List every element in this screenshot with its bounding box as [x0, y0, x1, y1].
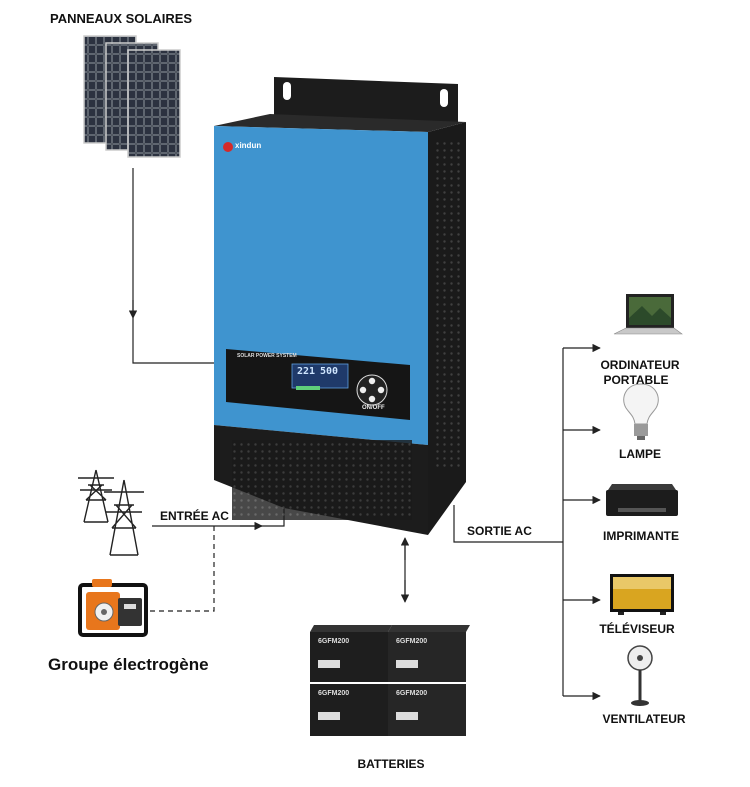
bracket-hole-right — [440, 89, 448, 107]
battery-unit — [310, 684, 388, 736]
battery-icon — [310, 625, 470, 736]
brand-logo-icon — [223, 142, 233, 152]
laptop-label-line2: PORTABLE — [603, 373, 669, 387]
battery-unit — [388, 625, 470, 682]
connection-lines — [128, 168, 601, 701]
generator-line — [150, 526, 215, 612]
battery-model-text: 6GFM200 — [396, 690, 428, 697]
lcd-left-value: 221 — [297, 366, 316, 377]
battery-unit — [310, 625, 392, 682]
bracket-hole-left — [283, 82, 291, 100]
laptop-icon — [613, 294, 683, 335]
solar-panels-label: PANNEAUX SOLAIRES — [50, 11, 193, 26]
printer-icon — [606, 484, 678, 516]
battery-unit — [388, 684, 466, 736]
batteries-label: BATTERIES — [357, 757, 425, 771]
control-panel-title: SOLAR POWER SYSTEM — [237, 353, 297, 359]
control-buttons — [356, 374, 388, 406]
ac-output-line — [453, 505, 563, 543]
fan-icon — [627, 645, 653, 706]
ac-output-label: SORTIE AC — [467, 524, 532, 538]
generator-label: Groupe électrogène — [48, 655, 209, 674]
tv-label: TÉLÉVISEUR — [599, 622, 675, 636]
solar-to-inverter-line — [132, 318, 223, 368]
solar-panel-icon — [83, 35, 181, 158]
lamp-label: LAMPE — [619, 447, 661, 461]
generator-icon — [78, 579, 148, 637]
power-pylon-icon — [78, 469, 144, 556]
lcd-display — [291, 363, 349, 389]
printer-label: IMPRIMANTE — [603, 529, 679, 543]
fan-label: VENTILATEUR — [602, 712, 686, 726]
on-off-label: ON/OFF — [362, 405, 385, 411]
ac-input-label: ENTRÉE AC — [160, 509, 229, 523]
battery-model-text: 6GFM200 — [396, 638, 428, 645]
brand-name-text: xindun — [235, 141, 262, 150]
inverter-unit — [214, 77, 466, 535]
laptop-label-line1: ORDINATEUR — [600, 358, 680, 372]
tv-icon — [610, 574, 674, 615]
battery-model-text: 6GFM200 — [318, 690, 350, 697]
battery-model-text: 6GFM200 — [318, 638, 350, 645]
lcd-right-value: 500 — [320, 366, 339, 377]
lamp-icon — [623, 383, 659, 440]
